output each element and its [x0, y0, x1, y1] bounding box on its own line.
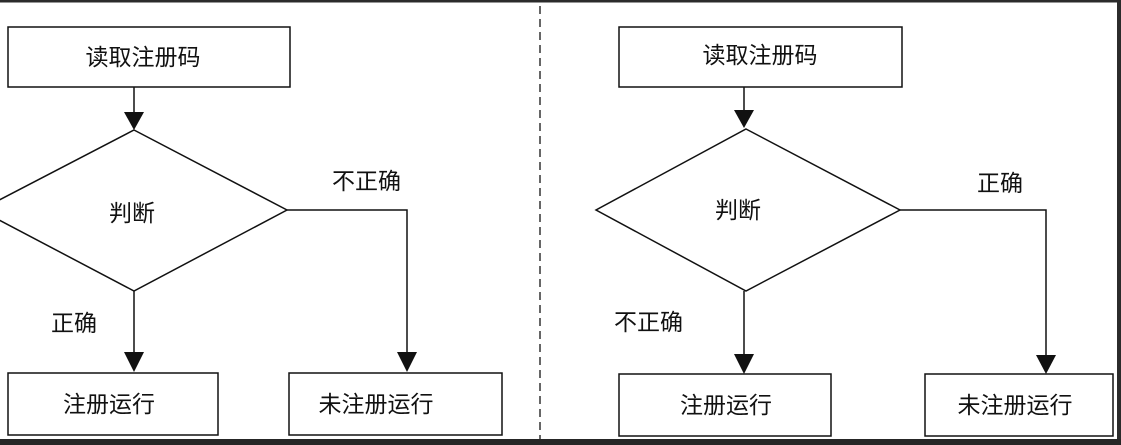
right-registered-label: 注册运行	[680, 393, 772, 419]
left-flowchart: 读取注册码 判断 不正确 正确 注册运行 未注册运行	[0, 26, 503, 436]
right-arrowhead-registered	[734, 354, 754, 374]
right-decision-diamond	[594, 128, 902, 292]
right-arrowhead-unregistered	[1036, 355, 1056, 374]
left-decision-label: 判断	[109, 201, 155, 227]
right-flowchart: 读取注册码 判断 正确 不正确 注册运行 未注册运行	[594, 26, 1114, 437]
left-unregistered-label: 未注册运行	[319, 392, 434, 418]
left-arrowhead-registered	[124, 352, 144, 372]
left-registered-label: 注册运行	[63, 392, 155, 418]
bottom-band	[0, 439, 1121, 445]
right-unregistered-label: 未注册运行	[958, 393, 1073, 419]
right-unregistered-box	[924, 373, 1114, 437]
right-edge-side-branch	[900, 209, 1047, 356]
left-down-branch-label: 正确	[51, 311, 97, 337]
left-edge-side-branch	[287, 209, 408, 353]
left-registered-box	[7, 372, 219, 436]
right-read-box	[618, 26, 903, 88]
right-down-branch-label: 不正确	[614, 310, 683, 336]
left-arrowhead-unregistered	[397, 352, 417, 372]
left-side-branch-label: 不正确	[332, 169, 401, 195]
right-arrowhead-decision	[734, 110, 754, 128]
left-unregistered-box	[288, 372, 503, 436]
left-arrowhead-decision	[124, 112, 144, 130]
right-side-branch-label: 正确	[977, 171, 1023, 197]
left-read-box	[7, 26, 291, 88]
left-read-label: 读取注册码	[86, 45, 201, 71]
right-decision-label: 判断	[715, 198, 761, 224]
right-read-label: 读取注册码	[703, 43, 818, 69]
right-registered-box	[618, 373, 832, 437]
